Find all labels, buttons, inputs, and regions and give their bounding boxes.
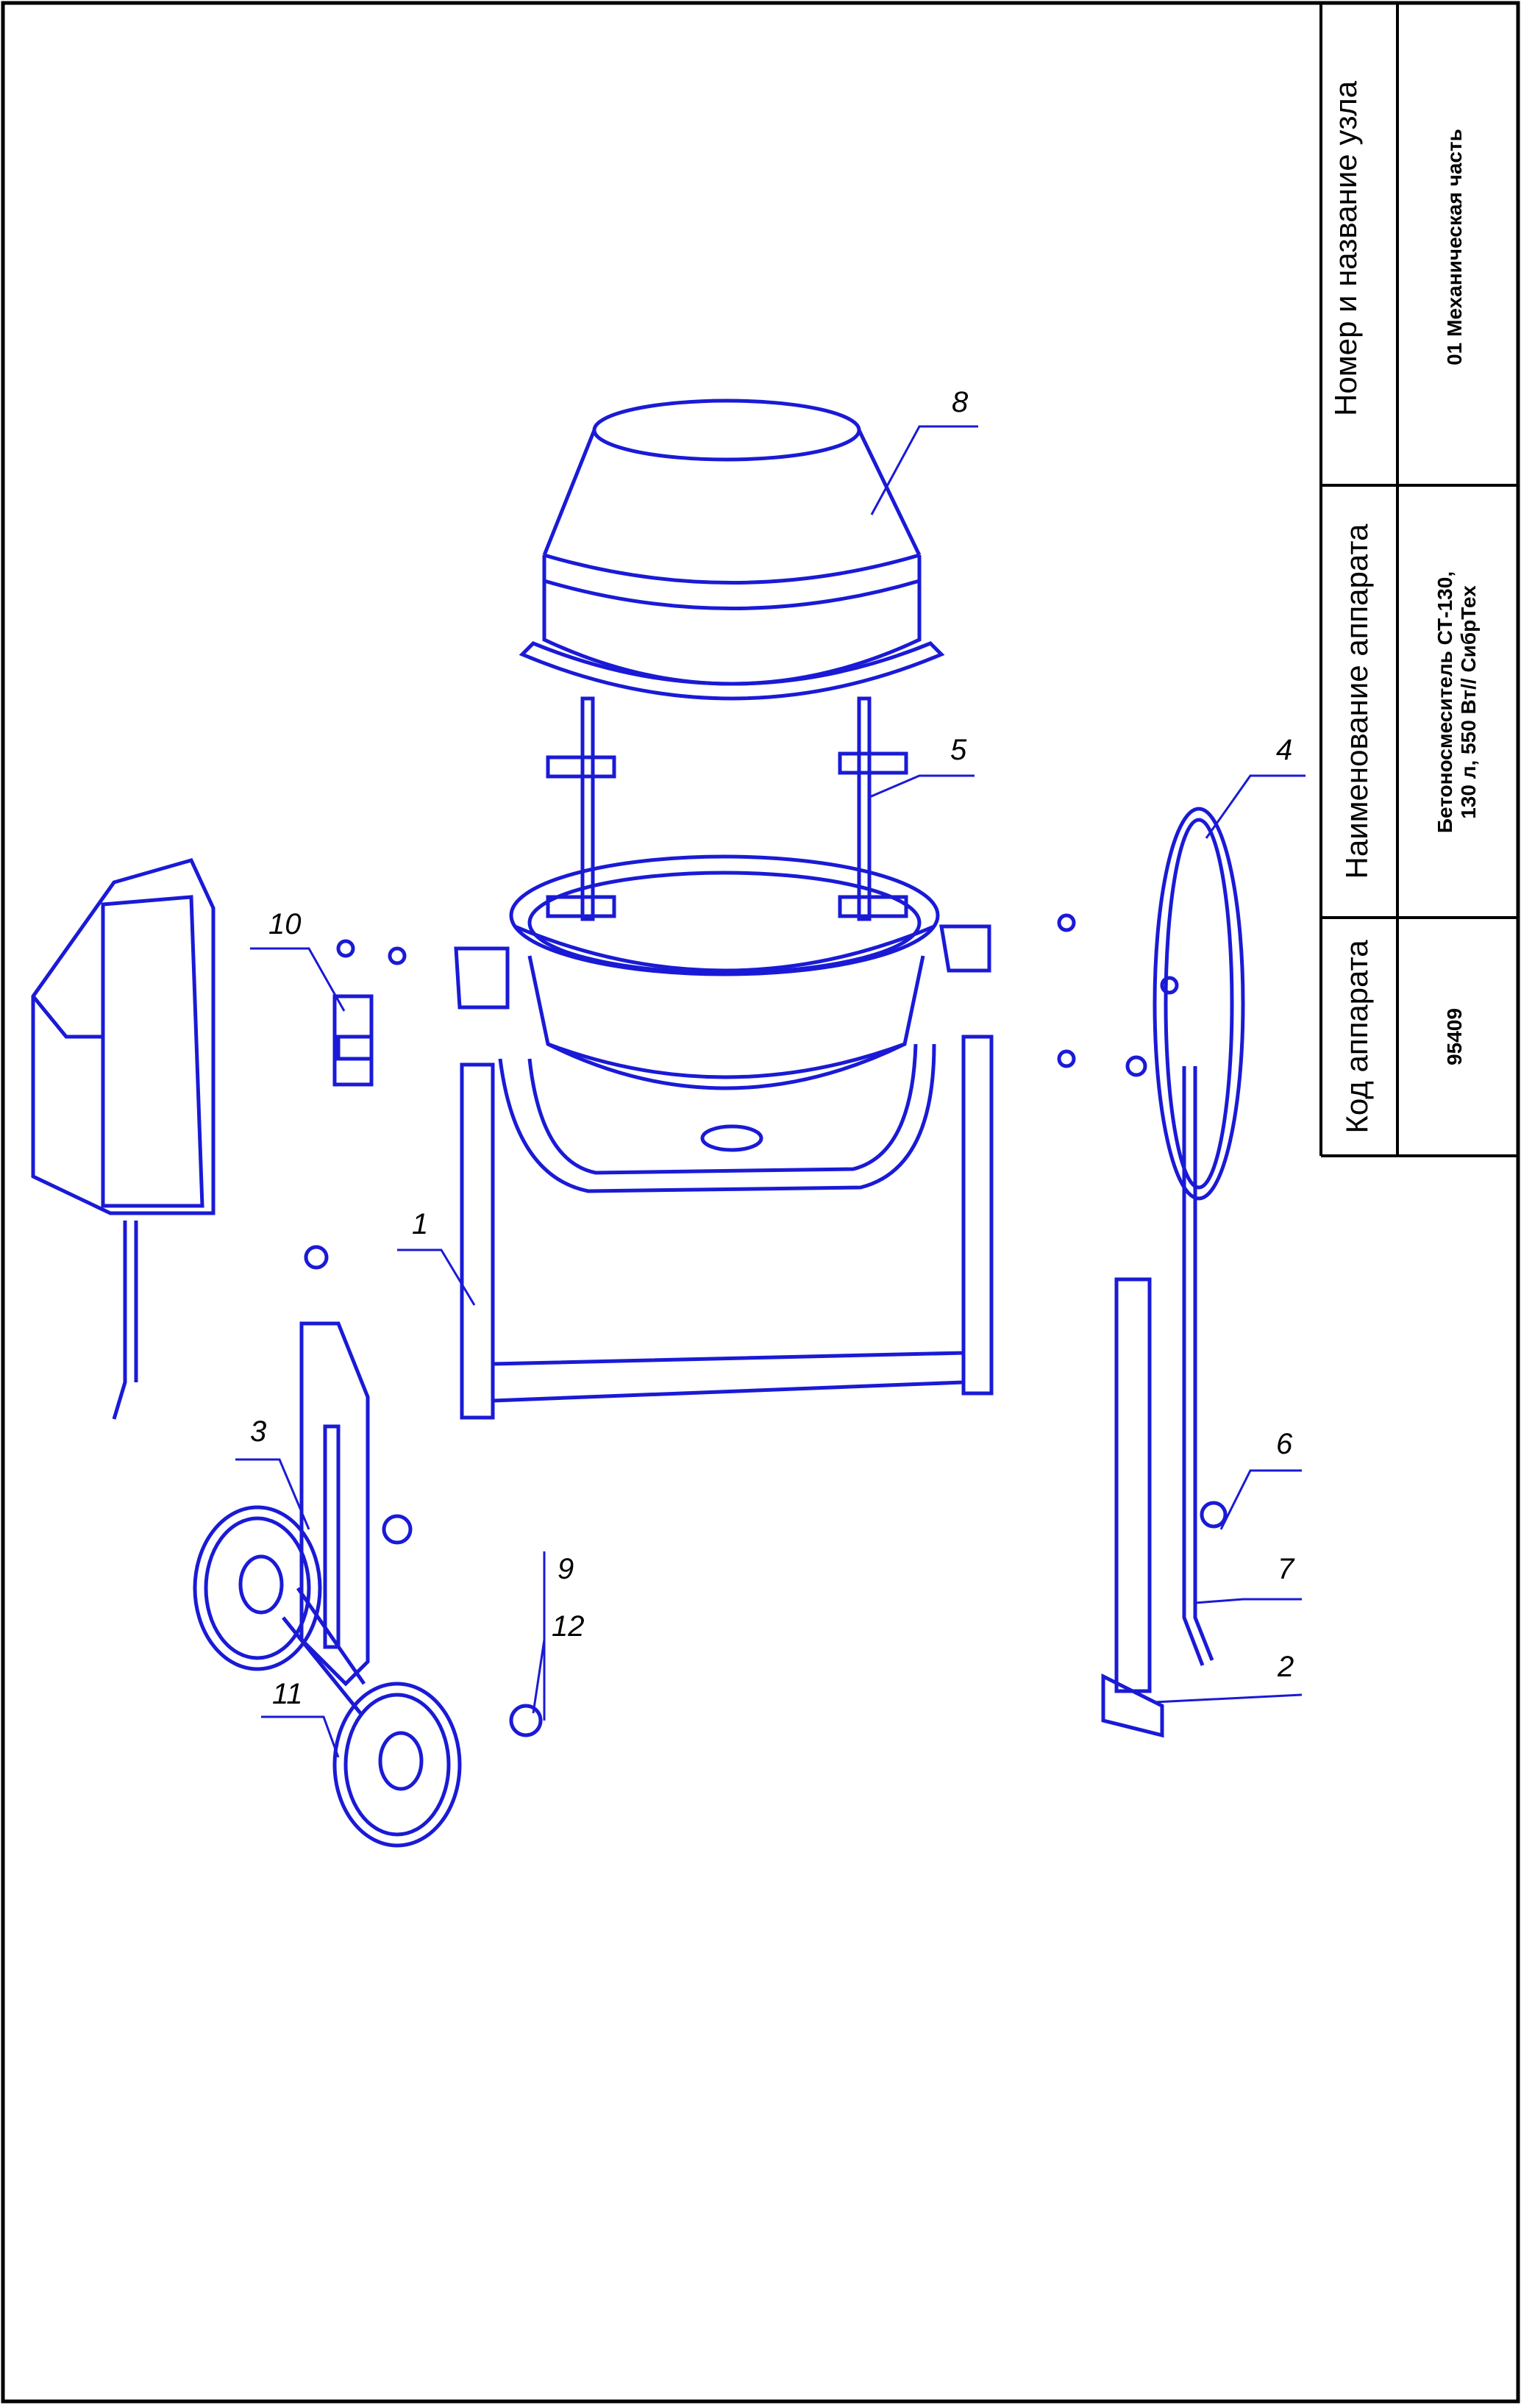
callout-4: 4	[1276, 734, 1293, 766]
callout-10: 10	[268, 908, 302, 940]
callout-2: 2	[1278, 1651, 1294, 1683]
leg-part-2	[1101, 1277, 1164, 1738]
base-frame-part-1	[460, 1035, 994, 1420]
callout-7: 7	[1278, 1553, 1294, 1585]
callout-1: 1	[412, 1208, 429, 1240]
drum-part-8	[519, 399, 945, 701]
unit-header: Номер и название узла	[1328, 81, 1363, 416]
callout-8: 8	[952, 386, 969, 418]
mixing-bowl	[509, 854, 940, 1152]
callout-9: 9	[558, 1553, 574, 1585]
unit-value: 01 Механическая часть	[1443, 129, 1466, 365]
callout-12: 12	[552, 1610, 585, 1643]
code-header: Код аппарата	[1339, 940, 1374, 1134]
title-block	[1319, 3, 1518, 1157]
callout-6: 6	[1276, 1428, 1293, 1460]
lever-part-7	[1182, 1066, 1214, 1666]
callout-11: 11	[272, 1678, 303, 1710]
cradle-yoke	[454, 924, 991, 1193]
wheel-leg-part-3	[282, 1321, 370, 1715]
wheels-part-11	[193, 1505, 462, 1848]
leader-lines	[235, 425, 1306, 1758]
callout-5: 5	[950, 734, 967, 766]
handwheel-part-4	[1153, 807, 1245, 1201]
motor-cover	[31, 858, 215, 1420]
callout-3: 3	[250, 1415, 267, 1448]
device-value: Бетоносмеситель СТ-130, 130 л, 550 Вт// …	[1433, 571, 1480, 834]
fasteners	[304, 913, 1228, 1737]
bracket-part-10	[332, 994, 374, 1087]
rods-part-5	[546, 696, 908, 921]
code-value: 95409	[1443, 1008, 1466, 1065]
